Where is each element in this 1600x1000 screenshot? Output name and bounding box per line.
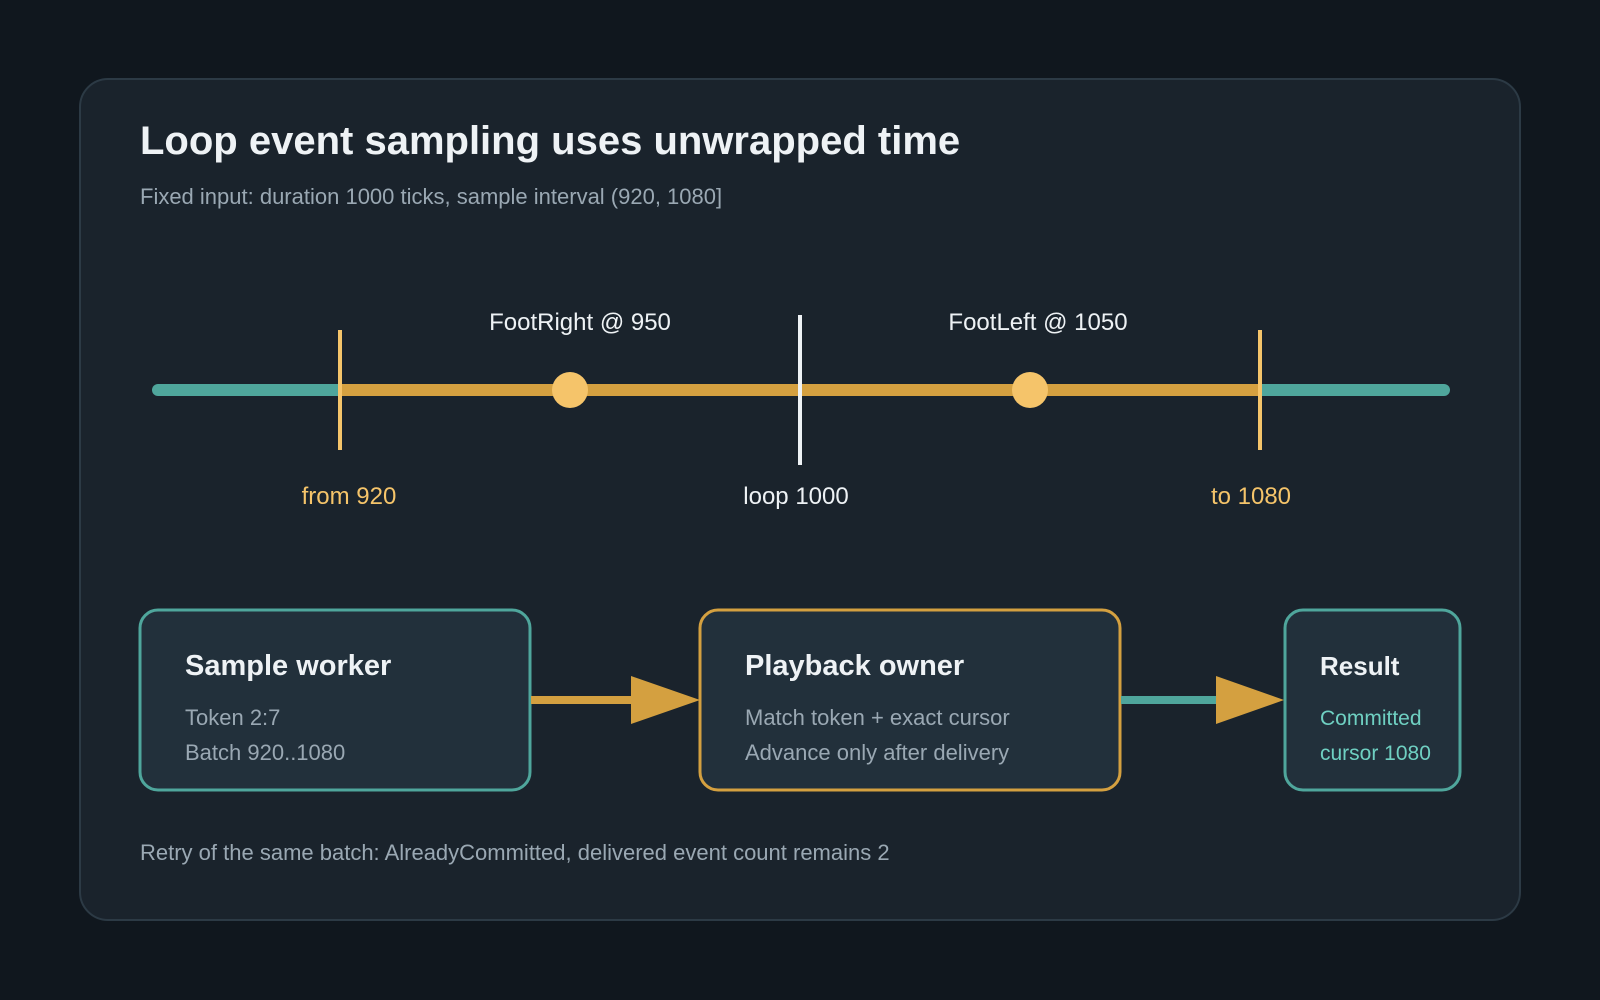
from-label: from 920 <box>302 483 397 510</box>
page-title: Loop event sampling uses unwrapped time <box>140 119 960 163</box>
playback-owner-title: Playback owner <box>745 650 964 682</box>
event-label-foot-left: FootLeft @ 1050 <box>948 309 1127 336</box>
loop-label: loop 1000 <box>743 483 848 510</box>
to-label: to 1080 <box>1211 483 1291 510</box>
event-dot-foot-left <box>1012 372 1048 408</box>
sample-worker-title: Sample worker <box>185 650 391 682</box>
page-subtitle: Fixed input: duration 1000 ticks, sample… <box>140 184 722 209</box>
timeline: FootRight @ 950 FootLeft @ 1050 from 920… <box>152 309 1450 510</box>
sample-worker-box: Sample worker Token 2:7 Batch 920..1080 <box>138 608 532 792</box>
arrow-owner-to-result <box>1121 676 1284 724</box>
event-dot-foot-right <box>552 372 588 408</box>
result-line2: cursor 1080 <box>1320 742 1431 765</box>
event-label-foot-right: FootRight @ 950 <box>489 309 671 336</box>
playback-owner-line1: Match token + exact cursor <box>745 705 1010 730</box>
playback-owner-box: Playback owner Match token + exact curso… <box>698 608 1122 792</box>
sample-worker-line2: Batch 920..1080 <box>185 740 345 765</box>
result-box: Result Committed cursor 1080 <box>1283 608 1462 792</box>
arrow-worker-to-owner <box>531 676 700 724</box>
result-line1: Committed <box>1320 707 1422 730</box>
sample-worker-line1: Token 2:7 <box>185 705 280 730</box>
playback-owner-line2: Advance only after delivery <box>745 740 1009 765</box>
result-title: Result <box>1320 651 1400 681</box>
footer-note: Retry of the same batch: AlreadyCommitte… <box>140 840 890 865</box>
